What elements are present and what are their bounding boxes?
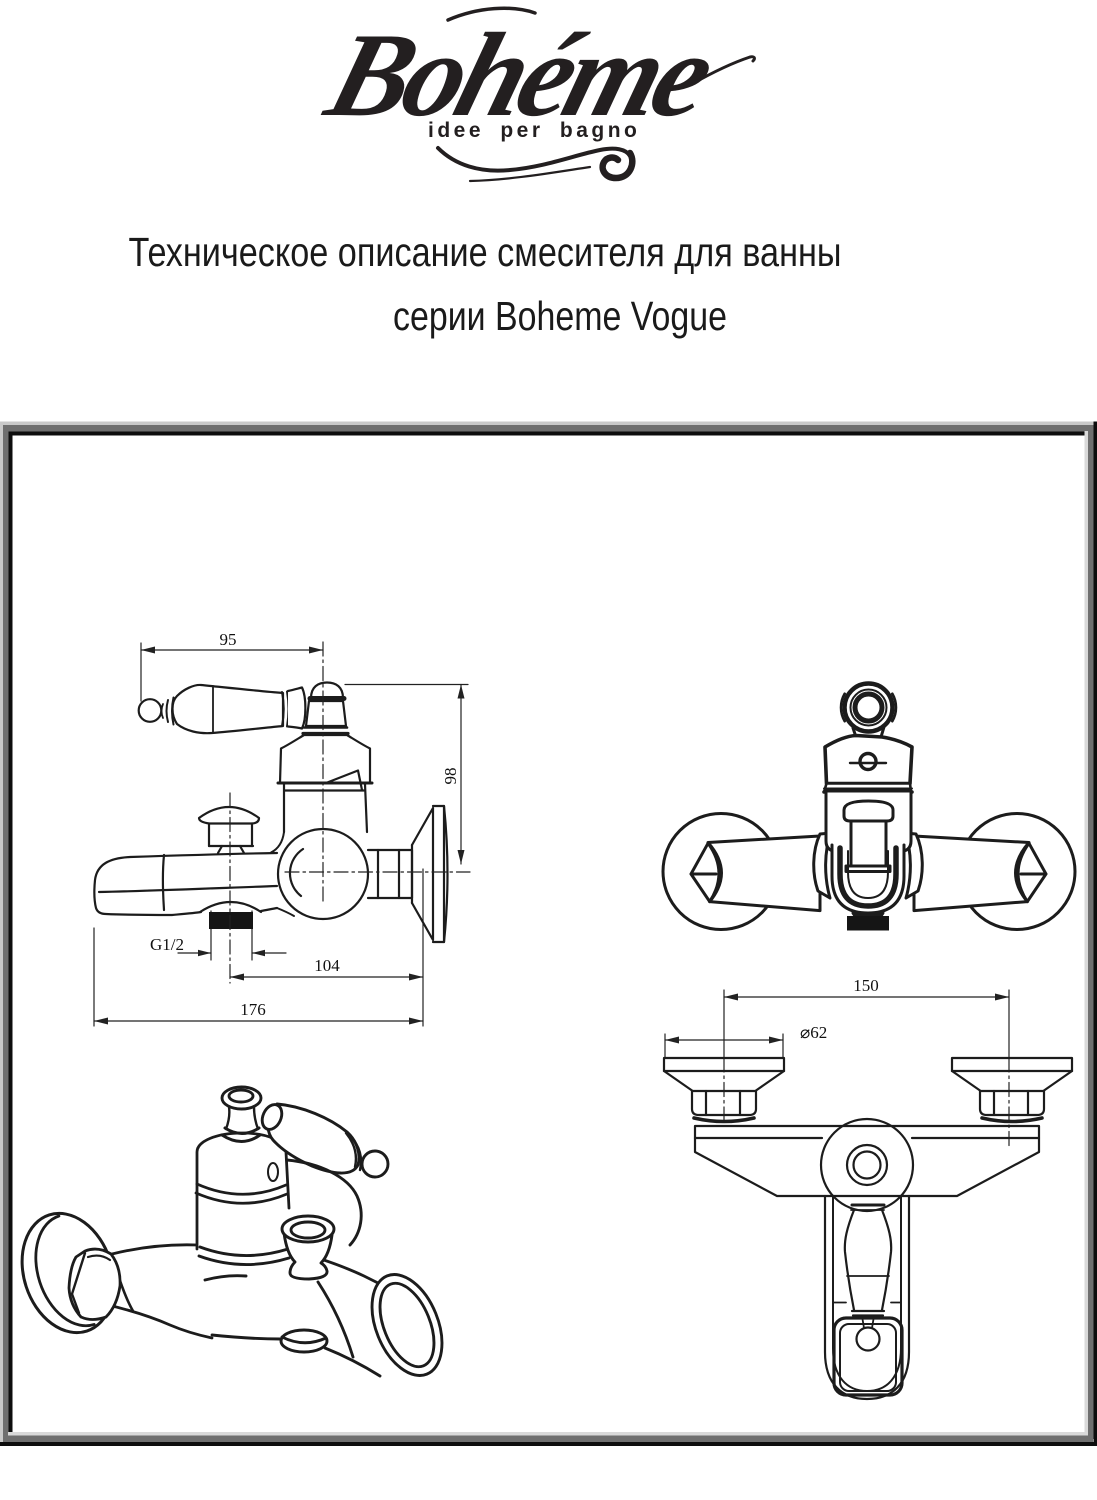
svg-text:98: 98 bbox=[441, 768, 460, 785]
svg-text:150: 150 bbox=[853, 976, 879, 995]
svg-text:176: 176 bbox=[240, 1000, 266, 1019]
svg-text:⌀62: ⌀62 bbox=[800, 1023, 827, 1042]
svg-text:95: 95 bbox=[220, 630, 237, 649]
svg-text:серии Boheme Vogue: серии Boheme Vogue bbox=[393, 293, 727, 339]
svg-text:idee per bagno: idee per bagno bbox=[428, 119, 640, 142]
svg-text:Bohéme: Bohéme bbox=[312, 9, 726, 141]
svg-text:G1/2: G1/2 bbox=[150, 935, 184, 954]
svg-text:Техническое описание смесителя: Техническое описание смесителя для ванны bbox=[129, 229, 842, 275]
svg-text:104: 104 bbox=[314, 956, 340, 975]
